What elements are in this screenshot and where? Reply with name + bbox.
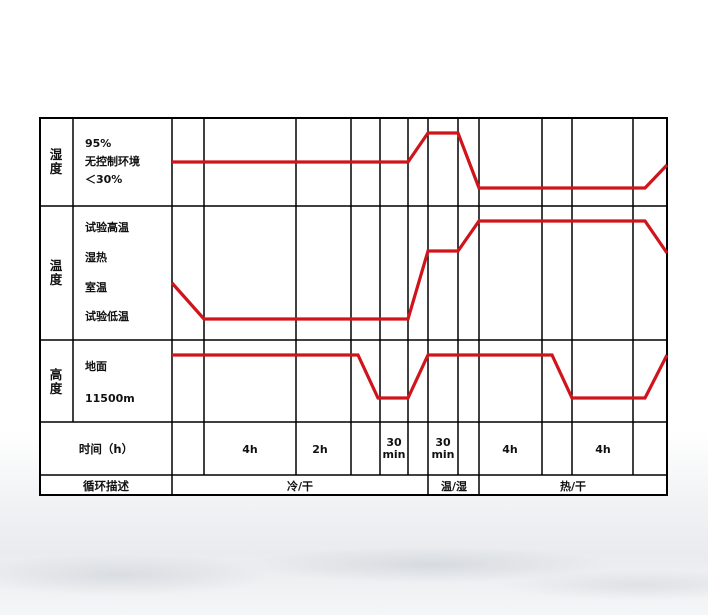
temperature-label-low: 试验低温 xyxy=(85,309,129,323)
cycle-cell-warm-humid: 温/湿 xyxy=(441,479,467,493)
temperature-label-room: 室温 xyxy=(85,280,107,294)
time-cell-2: 2h xyxy=(312,443,328,456)
time-cell-4-line2: min xyxy=(431,448,454,461)
diagram-background xyxy=(40,118,667,495)
time-cell-5: 4h xyxy=(502,443,518,456)
outer-border xyxy=(39,117,668,496)
altitude-label-11500m: 11500m xyxy=(85,392,135,405)
humidity-label-uncontrolled: 无控制环境 xyxy=(84,154,140,168)
row-title-temperature: 温 度 xyxy=(50,258,63,287)
row-title-altitude-1: 高 xyxy=(50,367,63,382)
time-cell-3-line2: min xyxy=(382,448,405,461)
time-cell-1: 4h xyxy=(242,443,258,456)
row-title-altitude: 高 度 xyxy=(50,367,63,396)
row-title-humidity-1: 湿 xyxy=(50,147,63,162)
time-row-title: 时间（h） xyxy=(79,442,133,456)
cycle-cell-hot-dry: 热/干 xyxy=(560,479,586,493)
row-title-temperature-2: 度 xyxy=(50,272,63,287)
humidity-label-below-30: ＜30% xyxy=(85,173,122,186)
row-title-humidity-2: 度 xyxy=(50,161,63,176)
profile-lines xyxy=(170,131,669,400)
temperature-profile-line xyxy=(170,219,669,321)
temperature-label-damp-heat: 湿热 xyxy=(85,250,107,264)
row-title-altitude-2: 度 xyxy=(50,381,63,396)
grid xyxy=(39,117,668,496)
time-cell-3-line1: 30 xyxy=(386,436,402,449)
humidity-label-95: 95% xyxy=(85,137,111,150)
altitude-profile-line xyxy=(172,353,669,400)
temperature-label-high: 试验高温 xyxy=(85,220,129,234)
time-cell-4-line1: 30 xyxy=(435,436,451,449)
cycle-row-title: 循环描述 xyxy=(82,479,129,493)
humidity-profile-line xyxy=(172,131,669,190)
row-title-temperature-1: 温 xyxy=(50,258,63,273)
altitude-label-ground: 地面 xyxy=(85,359,107,373)
row-title-humidity: 湿 度 xyxy=(50,147,63,176)
time-cell-6: 4h xyxy=(595,443,611,456)
cycle-cell-cold-dry: 冷/干 xyxy=(287,479,313,493)
